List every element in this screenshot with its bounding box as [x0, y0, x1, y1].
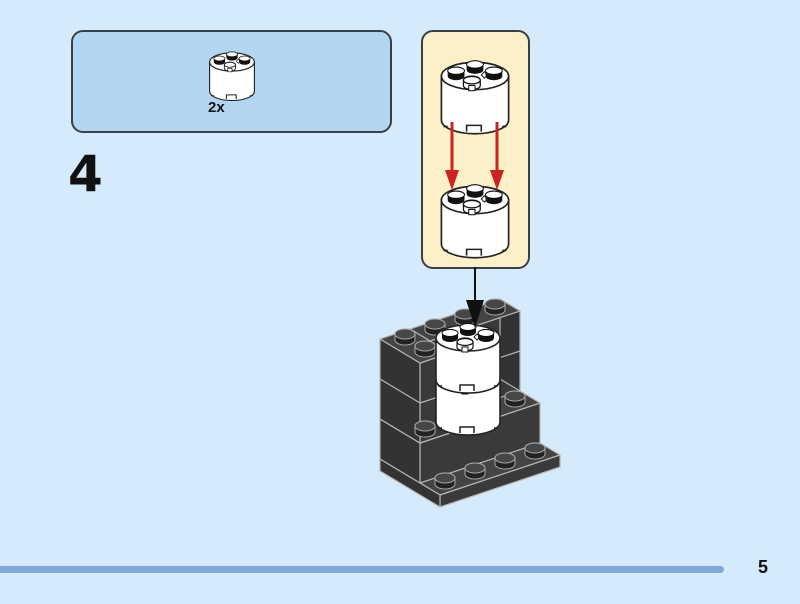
- part-quantity: 2x: [208, 99, 225, 116]
- down-arrow-icon: [466, 267, 484, 328]
- progress-bar: [0, 566, 724, 573]
- model-round-brick-upper: [436, 323, 500, 393]
- step-number: 4: [68, 145, 103, 203]
- page-number: 5: [758, 557, 769, 577]
- part-icon-round-brick: [210, 52, 255, 101]
- callout-brick-bottom: [441, 184, 508, 258]
- red-arrow-icon: [445, 122, 504, 190]
